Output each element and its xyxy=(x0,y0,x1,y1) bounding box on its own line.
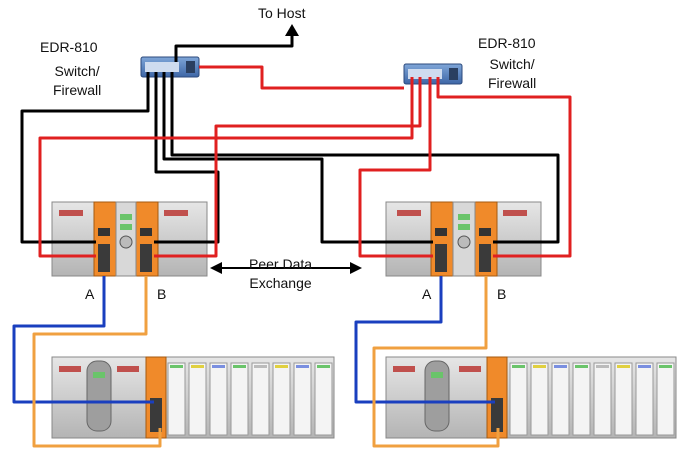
orange-cable-right xyxy=(372,276,500,448)
blue-cable-right xyxy=(354,276,495,404)
red-cable-left-a xyxy=(38,77,414,258)
right-port-b-label: B xyxy=(497,286,507,302)
orange-cable-left xyxy=(32,276,162,448)
red-cable-right-a xyxy=(358,77,433,258)
right-port-a-label: A xyxy=(422,286,432,302)
red-cable-right-b xyxy=(436,77,572,258)
right-controller-rack xyxy=(385,201,542,277)
left-switch-role-label: Switch/ Firewall xyxy=(53,63,102,98)
black-cable-left-a xyxy=(20,72,150,244)
right-switch-role-label: Switch/ Firewall xyxy=(488,56,537,91)
left-switch-model-label: EDR-810 xyxy=(40,39,98,55)
left-port-a-label: A xyxy=(85,286,95,302)
peer-exchange-label: Peer Data Exchange xyxy=(249,256,313,291)
left-controller-rack xyxy=(51,201,208,277)
red-cable-left-b xyxy=(154,77,422,258)
right-switch-model-label: EDR-810 xyxy=(478,35,536,51)
peer-exchange-arrow xyxy=(210,262,362,274)
black-cable-right-b xyxy=(170,72,560,244)
right-io-modules xyxy=(509,362,675,436)
blue-cable-left xyxy=(12,276,154,404)
left-io-modules xyxy=(167,362,333,436)
red-cable-link xyxy=(199,65,404,90)
host-arrow xyxy=(285,24,299,36)
host-cable xyxy=(174,34,294,62)
left-switch xyxy=(140,56,200,78)
left-port-b-label: B xyxy=(157,286,167,302)
to-host-label: To Host xyxy=(258,5,306,21)
